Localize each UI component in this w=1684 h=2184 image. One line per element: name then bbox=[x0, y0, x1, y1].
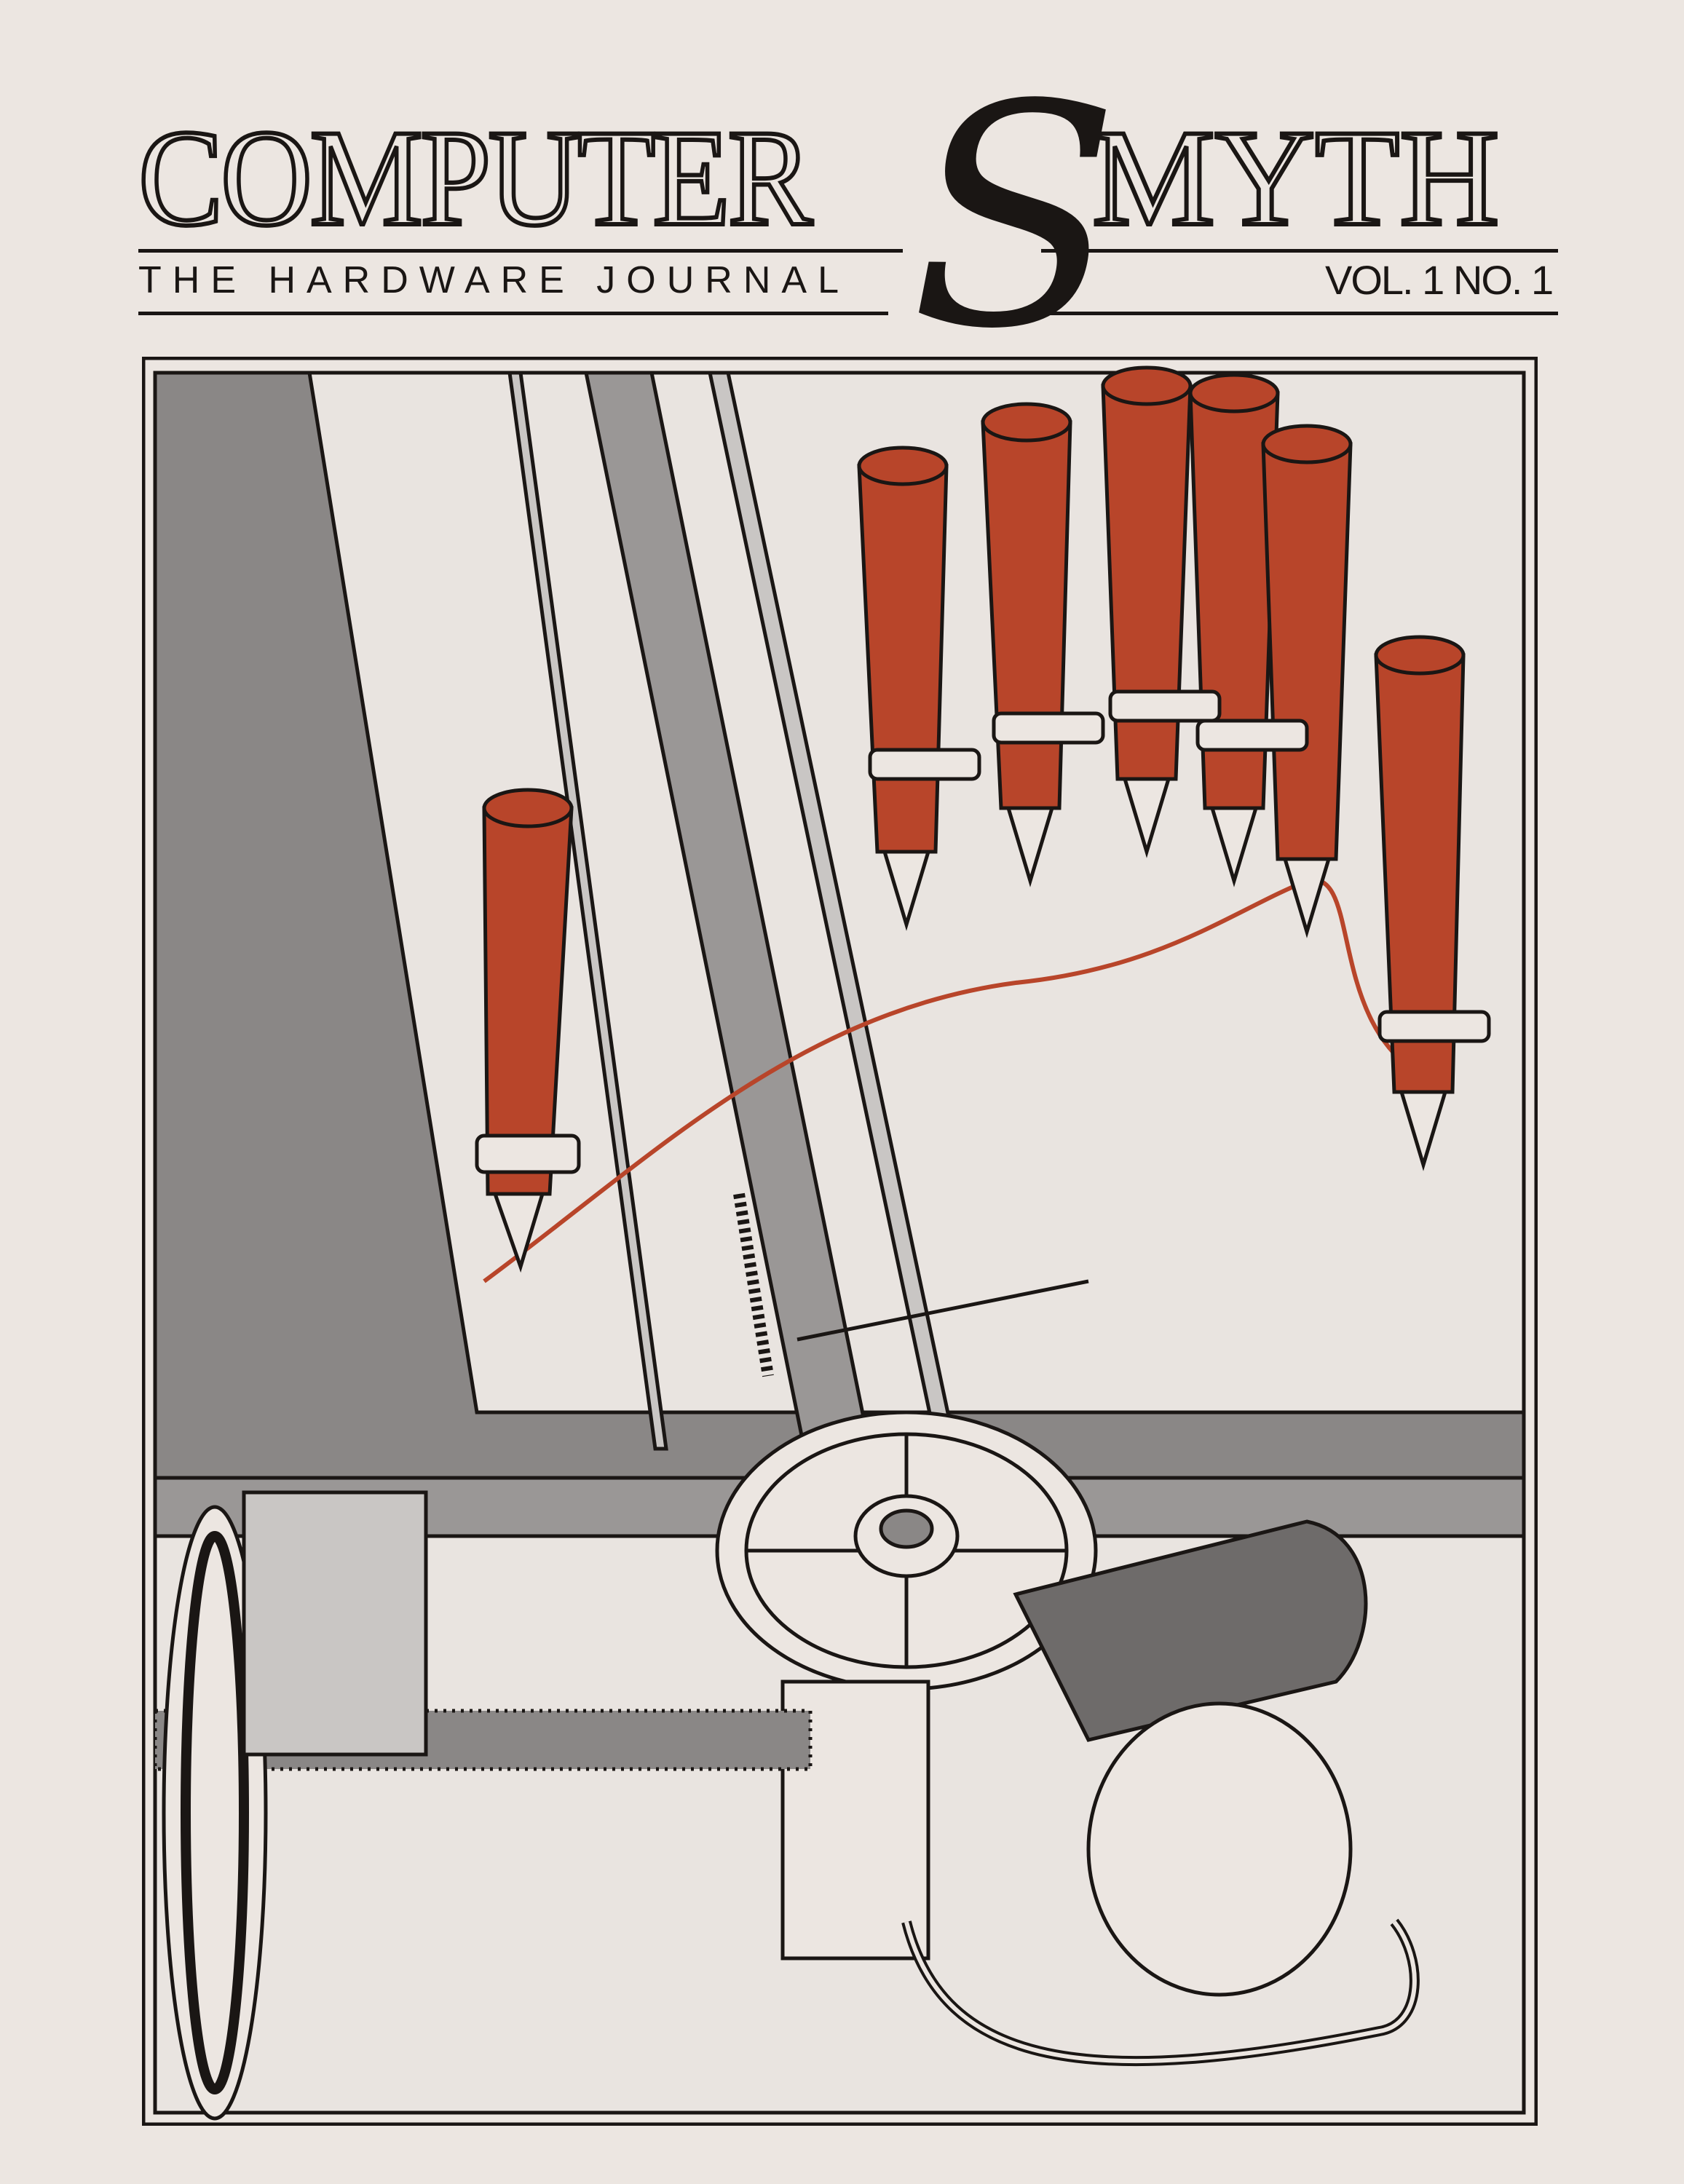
issue-number: VOL. 1 NO. 1 bbox=[1325, 257, 1554, 303]
pen-left bbox=[482, 788, 574, 1273]
masthead: COMPUTER S MYTH THE HARDWARE JOURNAL VOL… bbox=[136, 66, 1565, 371]
arm bbox=[796, 1279, 1089, 1342]
rule-bottom-left bbox=[138, 312, 888, 315]
cover-illustration bbox=[141, 356, 1538, 2126]
rule-bottom-right bbox=[1019, 312, 1558, 315]
title-myth: MYTH bbox=[1090, 102, 1501, 255]
bracket bbox=[242, 1490, 428, 1757]
title-s-logo: S bbox=[910, 40, 1120, 396]
pen-holders bbox=[475, 689, 1491, 1174]
rule-top-right bbox=[1041, 249, 1558, 253]
title-computer: COMPUTER bbox=[136, 102, 815, 255]
rule-top-left bbox=[138, 249, 903, 253]
pen-3 bbox=[1101, 365, 1193, 858]
pulley-wheel bbox=[715, 1410, 1098, 1691]
motor-plate bbox=[1013, 1519, 1368, 1742]
cable-highlight bbox=[904, 1920, 1417, 2064]
left-pulley-groove bbox=[181, 1531, 249, 2094]
red-trace bbox=[483, 877, 1439, 1283]
subtitle: THE HARDWARE JOURNAL bbox=[138, 259, 850, 301]
pen-6 bbox=[1374, 635, 1466, 1171]
motor-body bbox=[1086, 1701, 1353, 1997]
rail-1 bbox=[507, 371, 668, 1451]
pen-5 bbox=[1261, 424, 1353, 938]
